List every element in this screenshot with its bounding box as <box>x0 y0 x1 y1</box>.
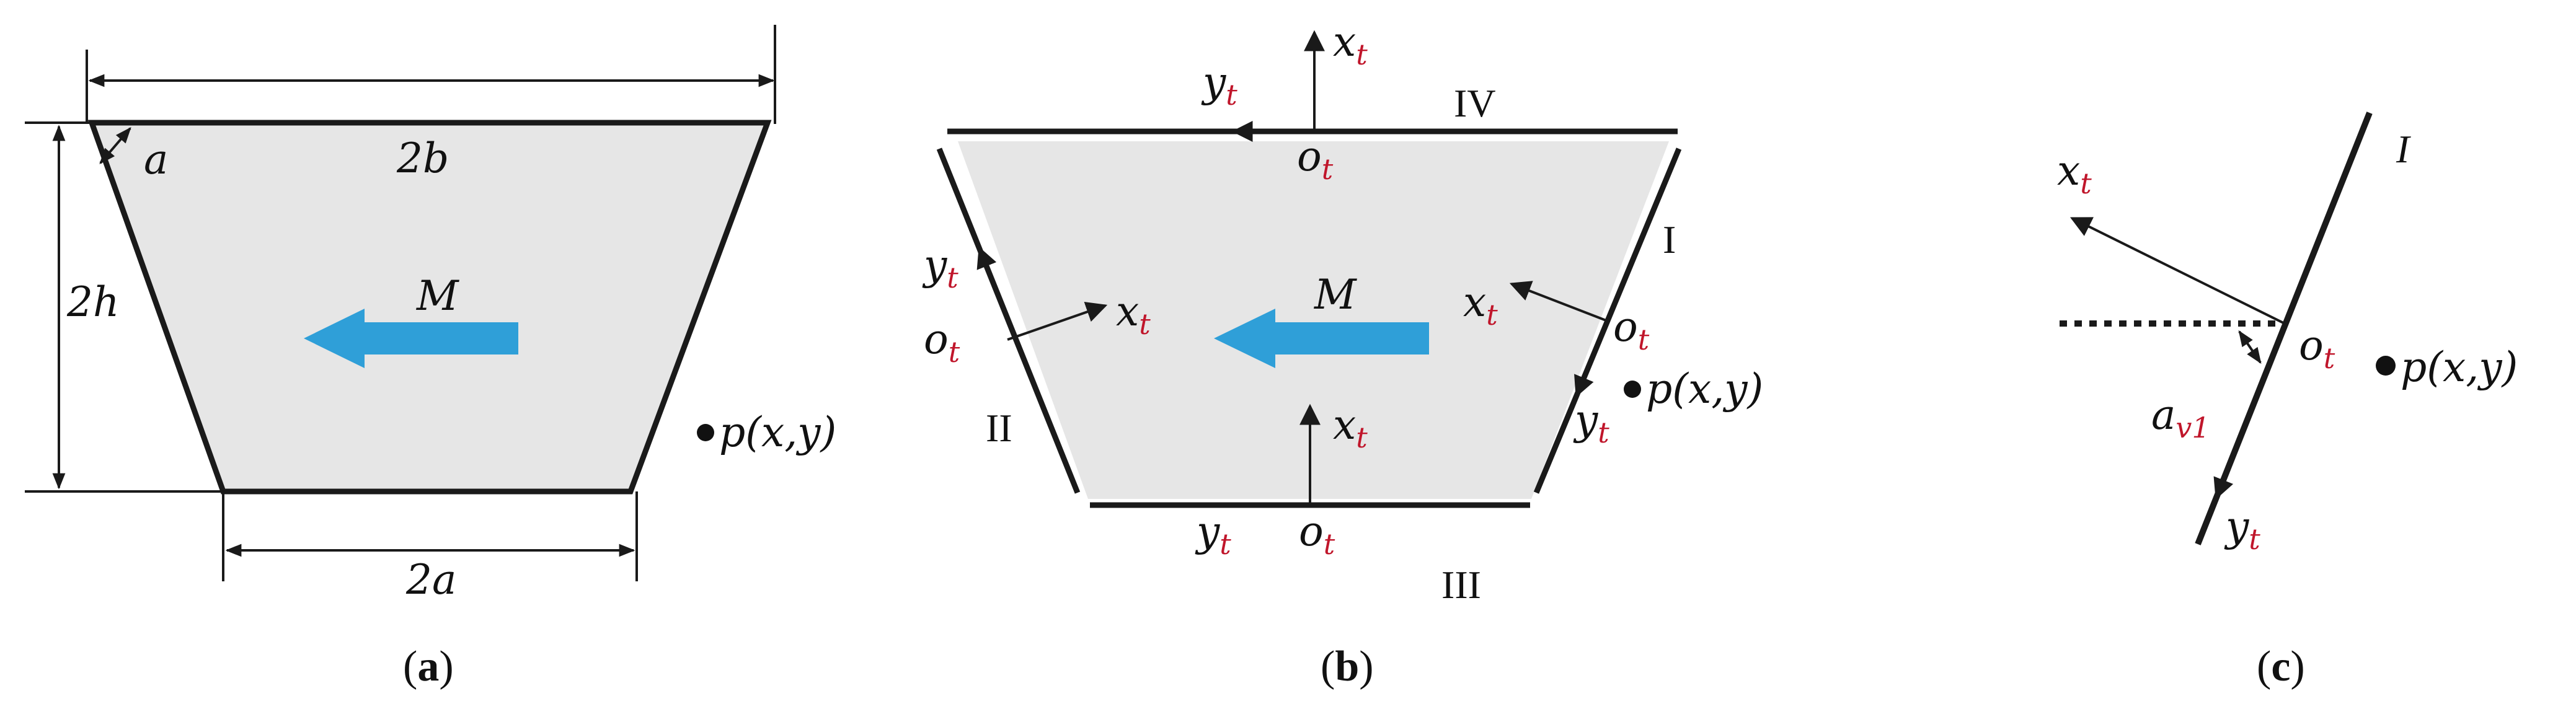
xt-arrow-c <box>2069 217 2285 325</box>
panel-caption-b: (b) <box>1321 643 1374 690</box>
trapezoid-magnet-b <box>958 141 1669 499</box>
trapezoid-magnet-a <box>87 120 772 495</box>
panel-b: xt yt ot IV xt yt ot III xt yt ot II xt … <box>922 18 1763 690</box>
height-dimension-label: 2h <box>66 278 120 326</box>
side-II-xt-label: xt <box>1116 288 1151 341</box>
top-dimension-label: 2b <box>396 134 449 182</box>
side-I-xt-label: xt <box>1463 278 1498 332</box>
side-IV-ot-label: ot <box>1297 133 1334 186</box>
angle-label-c: av1 <box>2151 391 2210 444</box>
side-II-xt-arrow <box>1007 302 1108 341</box>
side-III-yt-label: yt <box>1195 508 1231 561</box>
panel-a: 2b 2h 2a a M p(x,y) (a) <box>25 25 836 690</box>
bottom-dimension-label: 2a <box>405 556 456 604</box>
magnetization-arrow-a <box>304 309 518 368</box>
side-IV-xt-label: xt <box>1333 18 1368 71</box>
magnetization-label-b: M <box>1314 271 1357 319</box>
side-II-yt-label: yt <box>922 241 958 294</box>
point-marker-c <box>2376 356 2396 376</box>
angle-arrow-a <box>99 127 131 164</box>
side-I-roman-label: I <box>1663 218 1676 262</box>
side-label-c: I <box>2396 127 2411 171</box>
side-II-line <box>936 148 1081 494</box>
side-II-roman-label: II <box>986 406 1012 450</box>
panel-caption-c: (c) <box>2257 643 2305 690</box>
point-label-c: p(x,y) <box>2401 343 2518 391</box>
ot-label-c: ot <box>2299 322 2335 375</box>
side-III-xt-label: xt <box>1333 401 1368 454</box>
magnetization-label-a: M <box>416 272 459 320</box>
side-III-roman-label: III <box>1441 563 1481 607</box>
magnetization-arrow-b <box>1214 309 1429 368</box>
point-label-a: p(x,y) <box>719 408 836 456</box>
point-label-b: p(x,y) <box>1646 365 1763 413</box>
xt-label-c: xt <box>2057 147 2092 200</box>
side-IV-roman-label: IV <box>1454 81 1496 125</box>
yt-label-c: yt <box>2224 503 2260 556</box>
side-I-ot-label: ot <box>1613 303 1650 356</box>
panel-c: I xt yt ot av1 p(x,y) (c) <box>2057 112 2518 690</box>
angle-label-a: a <box>144 136 168 183</box>
point-marker-a <box>697 424 714 441</box>
point-marker-b <box>1624 381 1641 398</box>
side-III-ot-label: ot <box>1299 508 1335 561</box>
yt-arrow-c <box>2213 399 2256 500</box>
panel-caption-a: (a) <box>403 643 454 690</box>
side-I-xt-arrow <box>1509 281 1608 322</box>
side-II-yt-arrow <box>976 246 1008 319</box>
side-I-yt-arrow <box>1574 320 1608 398</box>
angle-arc-c <box>2238 330 2262 364</box>
side-IV-yt-label: yt <box>1201 58 1237 112</box>
side-II-ot-label: ot <box>924 315 960 369</box>
side-I-yt-label: yt <box>1573 396 1609 449</box>
